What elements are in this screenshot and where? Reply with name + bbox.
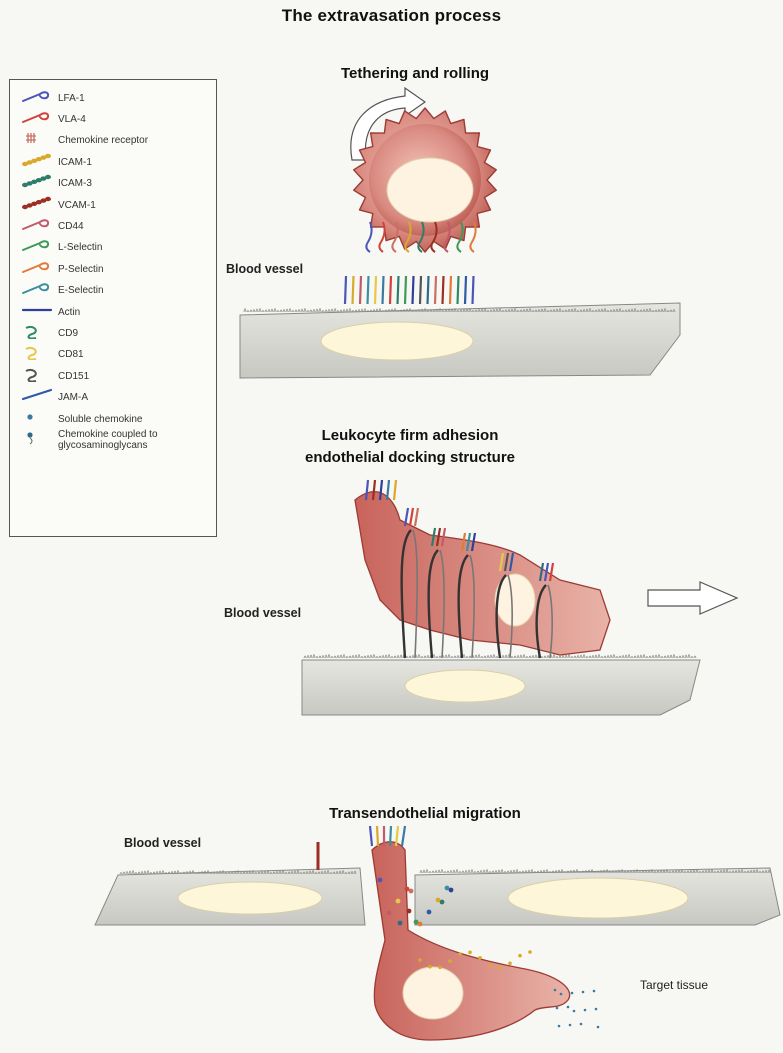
panel-migration — [95, 826, 780, 1040]
panel-adhesion — [302, 480, 737, 715]
endothelial-nucleus-2 — [405, 670, 525, 702]
endothelial-nucleus-3a — [178, 882, 322, 914]
crawling-leukocyte — [355, 492, 610, 655]
endothelial-nucleus-3b — [508, 878, 688, 918]
leukocyte-nucleus-3 — [403, 967, 463, 1019]
endothelial-nucleus-1 — [321, 322, 473, 360]
panel-tethering — [240, 88, 680, 378]
leukocyte-nucleus-1 — [387, 158, 473, 222]
move-arrow — [648, 582, 737, 614]
